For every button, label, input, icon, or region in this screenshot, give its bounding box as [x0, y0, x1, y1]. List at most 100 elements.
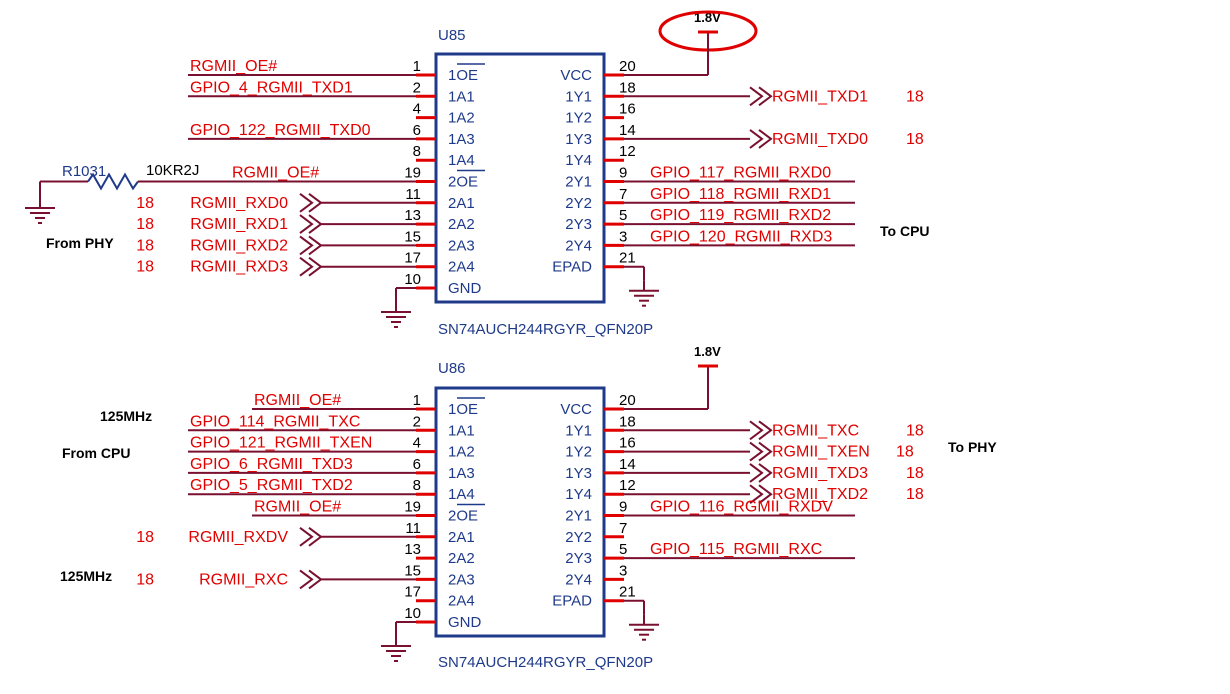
u85-power-label: 1.8V: [694, 10, 721, 25]
u86-right-net-label-4: GPIO_116_RGMII_RXDV: [650, 499, 833, 516]
u85-right-net-label-0: RGMII_TXD1: [772, 88, 868, 105]
u86-pin-name-1y2: 1Y2: [565, 444, 592, 461]
u85-left-sheet-ref-6: 18: [136, 237, 154, 254]
u86-pin-name-2y2: 2Y2: [565, 529, 592, 546]
u86-pin-number-13: 13: [404, 541, 421, 558]
u86-right-port-arrow-0: [749, 420, 773, 441]
u86-reference: U86: [438, 360, 466, 377]
u85-pin-name-1y1: 1Y1: [565, 88, 592, 105]
u86-pin-number-18: 18: [619, 413, 636, 430]
u85-pin-number-16: 16: [619, 101, 636, 118]
resistor-reference: R1031: [62, 163, 106, 180]
u86-left-net-label-7: RGMII_RXC: [199, 571, 288, 588]
u85-pin-name-1y3: 1Y3: [565, 131, 592, 148]
u85-pin-name-2oe: 2OE: [448, 174, 478, 191]
u85-left-net-label-0: RGMII_OE#: [190, 58, 277, 75]
u85-left-net-label-3: RGMII_OE#: [232, 165, 319, 182]
u86-epad-ground-symbol: [629, 614, 659, 641]
u85-left-net-label-2: GPIO_122_RGMII_TXD0: [190, 122, 371, 139]
u85-left-net-label-4: RGMII_RXD0: [190, 195, 288, 212]
u86-right-net-label-3: RGMII_TXD2: [772, 486, 868, 503]
u86-right-port-arrow-3: [749, 484, 773, 504]
u86-left-port-arrow-7: [299, 569, 323, 590]
u86-pin-name-1y1: 1Y1: [565, 422, 592, 439]
u85-pin-name-1y2: 1Y2: [565, 110, 592, 127]
u85-pin-number-3: 3: [619, 228, 627, 245]
u86-pin-number-5: 5: [619, 541, 627, 558]
u85-pin-number-5: 5: [619, 207, 627, 224]
pullup-resistor-symbol: [87, 172, 139, 191]
u85-part-number: SN74AUCH244RGYR_QFN20P: [438, 321, 653, 338]
u85-right-net-label-3: GPIO_118_RGMII_RXD1: [650, 186, 831, 203]
u86-gnd-symbol: [381, 636, 411, 662]
u86-pin-number-1: 1: [413, 392, 421, 409]
u85-pin-number-13: 13: [404, 207, 421, 224]
u85-left-sheet-ref-5: 18: [136, 216, 154, 233]
u86-pin-number-3: 3: [619, 562, 627, 579]
u85-left-sheet-ref-7: 18: [136, 259, 154, 276]
u86-pin-number-12: 12: [619, 477, 636, 494]
from-cpu-note: From CPU: [62, 445, 130, 461]
txc-clock-note: 125MHz: [100, 408, 152, 424]
u85-pin-name-2y3: 2Y3: [565, 216, 592, 233]
u85-pin-name-1a2: 1A2: [448, 110, 475, 127]
u85-pin-name-2a3: 2A3: [448, 237, 475, 254]
u86-pin-name-vcc: VCC: [560, 401, 592, 418]
u86-pin-number-20: 20: [619, 392, 636, 409]
u86-right-sheet-ref-1: 18: [896, 444, 914, 461]
u86-pin-number-8: 8: [413, 477, 421, 494]
u85-pin-name-1a1: 1A1: [448, 88, 475, 105]
u85-pin-number-17: 17: [404, 250, 421, 267]
u86-pin-number-19: 19: [404, 499, 421, 516]
u86-pin-name-2a3: 2A3: [448, 571, 475, 588]
u86-ic-body: [434, 386, 606, 638]
u86-pin-number-16: 16: [619, 435, 636, 452]
u86-pin-number-17: 17: [404, 584, 421, 601]
u85-pin-name-2y1: 2Y1: [565, 174, 592, 191]
u85-left-net-label-1: GPIO_4_RGMII_TXD1: [190, 79, 353, 96]
u86-pin-number-6: 6: [413, 456, 421, 473]
u85-pin-name-2y2: 2Y2: [565, 195, 592, 212]
u85-left-port-arrow-6: [299, 235, 323, 256]
u85-pin-name-1a4: 1A4: [448, 152, 475, 169]
u85-pin-name-vcc: VCC: [560, 67, 592, 84]
u86-left-net-label-5: RGMII_OE#: [254, 499, 341, 516]
u85-right-sheet-ref-0: 18: [906, 88, 924, 105]
u86-pin-number-21: 21: [619, 584, 636, 601]
u86-pin-name-2a2: 2A2: [448, 550, 475, 567]
u86-pin-number-9: 9: [619, 499, 627, 516]
u85-left-sheet-ref-4: 18: [136, 195, 154, 212]
u86-pin-name-2oe: 2OE: [448, 508, 478, 525]
u85-pin-number-4: 4: [413, 101, 421, 118]
u86-right-port-arrow-1: [749, 441, 773, 462]
u85-right-net-label-4: GPIO_119_RGMII_RXD2: [650, 207, 831, 224]
u85-pin-number-9: 9: [619, 165, 627, 182]
u86-right-sheet-ref-0: 18: [906, 422, 924, 439]
u86-left-net-label-3: GPIO_6_RGMII_TXD3: [190, 456, 353, 473]
u86-pin-name-2y1: 2Y1: [565, 508, 592, 525]
u86-pin-name-1a4: 1A4: [448, 486, 475, 503]
u85-right-port-arrow-1: [749, 129, 773, 149]
u85-left-net-label-5: RGMII_RXD1: [190, 216, 288, 233]
u85-right-net-label-2: GPIO_117_RGMII_RXD0: [650, 165, 831, 182]
u85-reference: U85: [438, 27, 466, 44]
u85-pin-name-1a3: 1A3: [448, 131, 475, 148]
u86-pin-name-1a2: 1A2: [448, 444, 475, 461]
from-phy-note: From PHY: [46, 235, 114, 251]
u85-pin-number-12: 12: [619, 143, 636, 160]
u85-pin-number-8: 8: [413, 143, 421, 160]
u86-pin-name-1y4: 1Y4: [565, 486, 592, 503]
u85-buffer-section: U85 SN74AUCH244RGYR_QFN20P 1.8V R1031 10…: [25, 10, 930, 338]
u86-pin-name-2a4: 2A4: [448, 593, 475, 610]
u85-pin-number-19: 19: [404, 165, 421, 182]
u85-right-net-label-1: RGMII_TXD0: [772, 131, 868, 148]
u86-power-label: 1.8V: [694, 344, 721, 359]
u85-gnd-symbol: [381, 302, 411, 328]
u85-left-port-arrow-5: [299, 214, 323, 234]
u86-left-net-label-2: GPIO_121_RGMII_TXEN: [190, 435, 372, 452]
u85-pin-number-7: 7: [619, 186, 627, 203]
u85-pin-number-11: 11: [405, 186, 421, 203]
u86-pin-name-2y4: 2Y4: [565, 571, 592, 588]
u85-pin-name-2a2: 2A2: [448, 216, 475, 233]
